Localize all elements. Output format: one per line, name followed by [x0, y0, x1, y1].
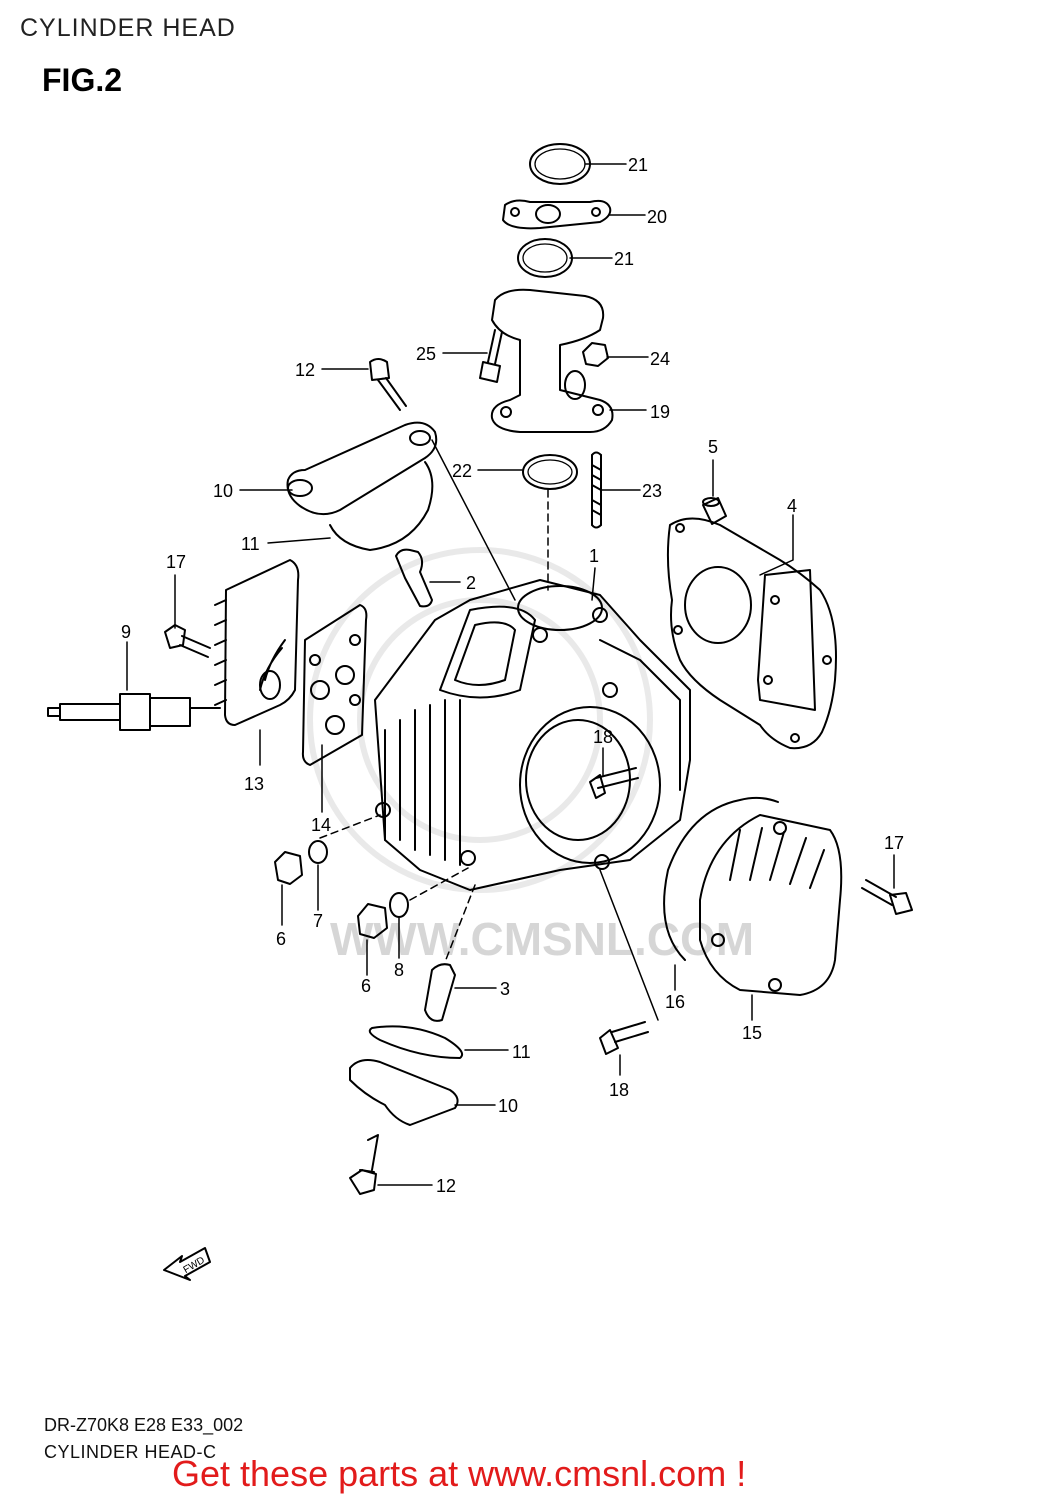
cap-10-top	[286, 421, 438, 516]
callout-10-top: 10	[213, 481, 233, 501]
callout-11-lower: 11	[512, 1042, 531, 1062]
bolt-25	[479, 329, 503, 383]
callout-5: 5	[708, 437, 718, 457]
watermark-logo	[307, 547, 653, 893]
leader-lines	[126, 163, 895, 1186]
promo-link[interactable]: Get these parts at www.cmsnl.com !	[172, 1453, 747, 1494]
cylinder-cover-15	[699, 814, 843, 996]
callout-23: 23	[642, 481, 662, 501]
callout-8: 8	[394, 960, 404, 980]
callout-16: 16	[665, 992, 685, 1012]
head-gasket-4	[666, 517, 837, 750]
dashed-guides	[319, 489, 549, 963]
plug-2	[395, 548, 433, 608]
callout-4: 4	[787, 496, 797, 516]
callout-15: 15	[742, 1023, 762, 1043]
intake-gasket-20	[502, 199, 612, 230]
stud-23	[591, 451, 602, 529]
callout-14: 14	[311, 815, 331, 835]
callout-6-lower: 6	[361, 976, 371, 996]
washer-7	[308, 840, 328, 864]
intake-pipe-19	[490, 288, 614, 433]
callout-17-left: 17	[166, 552, 186, 572]
bolt-17-left	[164, 624, 211, 658]
callout-7: 7	[313, 911, 323, 931]
o-ring-21-top	[529, 143, 591, 185]
nut-24	[582, 342, 609, 367]
callout-12-top: 12	[295, 360, 315, 380]
fwd-arrow-icon	[163, 1247, 211, 1281]
callout-20: 20	[647, 207, 667, 227]
diagram-code: DR-Z70K8 E28 E33_002	[44, 1415, 244, 1435]
callout-18-lower: 18	[609, 1080, 629, 1100]
callout-18-upper: 18	[593, 727, 613, 747]
page-title: CYLINDER HEAD	[20, 14, 236, 42]
cap-6-upper	[274, 851, 303, 885]
callout-21-lower: 21	[614, 249, 634, 269]
o-ring-11-top	[329, 461, 434, 551]
gasket-16	[663, 796, 779, 961]
bolt-18-lower	[599, 1021, 649, 1055]
callout-25: 25	[416, 344, 436, 364]
callout-13: 13	[244, 774, 264, 794]
diagram-caption: CYLINDER HEAD-C	[44, 1442, 217, 1462]
watermark-text: WWW.CMSNL.COM	[330, 913, 754, 965]
callout-9: 9	[121, 622, 131, 642]
bolt-12-lower	[349, 1134, 379, 1195]
cylinder-head-1	[374, 579, 691, 891]
callout-10-lower: 10	[498, 1096, 518, 1116]
bolt-17-right	[861, 879, 913, 915]
callout-24: 24	[650, 349, 670, 369]
bolt-18-upper	[589, 767, 639, 799]
callout-3: 3	[500, 979, 510, 999]
callout-17-right: 17	[884, 833, 904, 853]
callout-19: 19	[650, 402, 670, 422]
o-ring-11-lower	[368, 1025, 464, 1059]
cap-10-lower	[349, 1059, 459, 1126]
callout-2: 2	[466, 573, 476, 593]
dowel-5	[702, 497, 727, 525]
o-ring-22	[522, 454, 578, 490]
cap-6-lower	[357, 903, 388, 939]
washer-8	[389, 892, 409, 918]
callout-12-lower: 12	[436, 1176, 456, 1196]
figure-label: FIG.2	[42, 62, 123, 98]
o-ring-21-lower	[517, 238, 573, 278]
spark-plug-9	[47, 693, 221, 731]
gasket-14	[301, 604, 368, 766]
callout-22: 22	[452, 461, 472, 481]
callout-1: 1	[589, 546, 599, 566]
callout-21-top: 21	[628, 155, 648, 175]
bolt-12-top	[369, 358, 407, 411]
cover-13	[214, 559, 300, 726]
callout-6-upper: 6	[276, 929, 286, 949]
callout-11-top: 11	[241, 534, 260, 554]
adjuster-3	[424, 963, 456, 1022]
